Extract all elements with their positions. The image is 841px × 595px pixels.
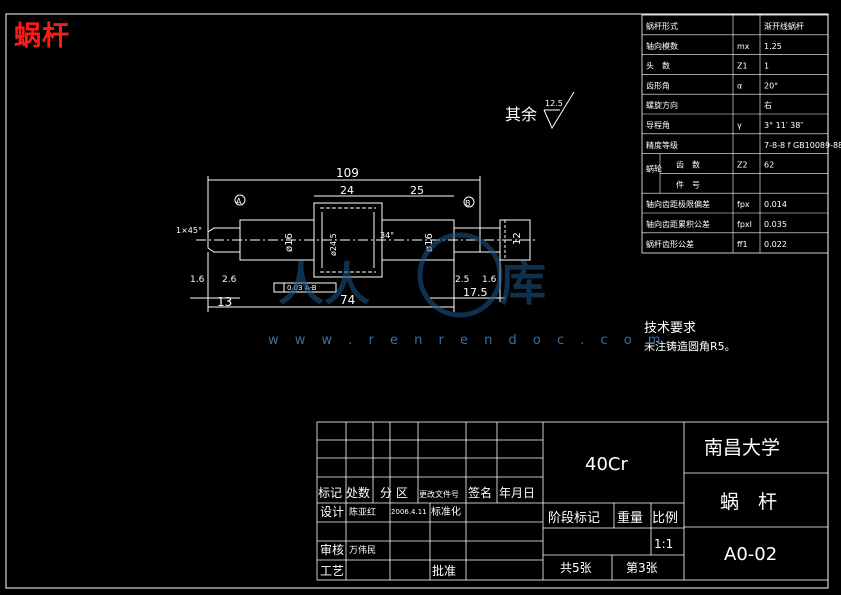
dim-17-5: 17.5	[463, 286, 488, 299]
lbl-process: 工艺	[320, 564, 344, 578]
param-name: 件 号	[676, 179, 700, 189]
param-name: 头 数	[646, 61, 670, 71]
angle-note: 34°	[380, 231, 394, 240]
dim-24: 24	[340, 184, 354, 197]
param-name: 齿形角	[646, 80, 670, 90]
lbl-mark: 标记	[318, 486, 342, 500]
part-name: 蜗 杆	[720, 491, 777, 513]
dim-1-6: 1.6	[190, 275, 205, 285]
param-value: 7-8-8 f GB10089-88	[764, 141, 841, 150]
param-name: 导程角	[646, 120, 670, 130]
param-name: 轴向模数	[646, 41, 678, 51]
param-value: 1.25	[764, 42, 782, 51]
corner-title: 蜗杆	[14, 21, 70, 52]
watermark-url: w w w . r e n r e n d o c . c o m	[268, 333, 667, 348]
param-symbol: Z1	[737, 62, 748, 71]
param-symbol: Z2	[737, 161, 748, 170]
param-group-label: 蜗轮	[646, 164, 662, 174]
dim-2-6: 2.6	[222, 275, 237, 285]
param-value: 0.035	[764, 220, 787, 229]
total-sheets: 共5张	[560, 561, 592, 575]
material: 40Cr	[585, 454, 628, 475]
param-name: 轴向齿距极限偏差	[646, 199, 710, 209]
dim-109: 109	[336, 166, 359, 180]
dim-1-6b: 1.6	[482, 275, 497, 285]
param-name: 蜗杆齿形公差	[646, 239, 694, 249]
university: 南昌大学	[704, 437, 780, 459]
datum-b: B	[465, 199, 471, 208]
lbl-ratio: 比例	[652, 511, 678, 526]
roughness-symbol	[543, 91, 575, 130]
lbl-design: 设计	[320, 505, 344, 519]
param-symbol: α	[737, 81, 742, 90]
dim-phi16-right: ø16	[424, 233, 435, 252]
lbl-sign: 签名	[468, 485, 492, 500]
param-symbol: fpxl	[737, 220, 752, 229]
title-block-lines	[316, 421, 829, 581]
surface-roughness-value: 12.5	[545, 99, 563, 108]
lbl-weight: 重量	[617, 510, 643, 526]
param-value: 0.014	[764, 200, 787, 209]
param-name: 蜗杆形式	[646, 21, 678, 31]
param-symbol: γ	[737, 121, 742, 130]
lbl-date: 年月日	[499, 486, 535, 500]
designer: 陈亚红	[349, 506, 376, 518]
lbl-count: 处数	[346, 485, 370, 500]
chamfer-note: 1×45°	[176, 226, 202, 235]
sheet-no: 第3张	[626, 561, 658, 575]
lbl-stage: 阶段标记	[548, 511, 600, 526]
dim-12: 12	[512, 232, 523, 245]
param-symbol: mx	[737, 42, 750, 51]
param-symbol: fpx	[737, 200, 750, 209]
param-value: 0.022	[764, 240, 787, 249]
param-value: 渐开线蜗杆	[764, 21, 804, 31]
param-value: 20°	[764, 81, 778, 90]
outer-frame	[5, 13, 829, 589]
design-date: 2006.4.11	[391, 508, 427, 516]
svg-text:库: 库	[500, 257, 546, 311]
lbl-zone: 分 区	[380, 486, 408, 500]
dim-25: 25	[410, 184, 424, 197]
watermark-logo: 人人 库	[278, 232, 546, 318]
lbl-std: 标准化	[431, 505, 461, 518]
param-value: 3° 11′ 38″	[764, 121, 803, 130]
datum-a: A	[236, 197, 242, 206]
param-symbol: ff1	[737, 240, 748, 249]
dim-13: 13	[217, 295, 232, 309]
param-name: 轴向齿距累积公差	[646, 219, 710, 229]
param-value: 62	[764, 161, 774, 170]
dim-phi16-left: ø16	[284, 233, 295, 252]
surface-note-label: 其余	[505, 105, 537, 124]
lbl-review: 审核	[320, 542, 344, 557]
param-value: 右	[764, 100, 772, 110]
tolerance-note: 0.03 A-B	[287, 284, 317, 292]
reviewer: 万伟民	[349, 544, 376, 556]
drawing-no: A0-02	[724, 544, 777, 565]
tech-req-title: 技术要求	[644, 321, 696, 336]
svg-text:人人: 人人	[278, 257, 370, 311]
shaft-drawing	[190, 176, 535, 312]
param-value: 1	[764, 62, 769, 71]
dim-phi-gear: ø24.5	[329, 233, 338, 256]
lbl-approve: 批准	[432, 563, 456, 578]
lbl-doc: 更改文件号	[419, 489, 459, 499]
tech-req-note: 未注铸造圆角R5。	[644, 339, 736, 353]
param-name: 精度等级	[646, 140, 678, 150]
scale: 1:1	[654, 537, 673, 551]
dim-2-5: 2.5	[455, 275, 469, 285]
param-name: 齿 数	[676, 160, 700, 170]
param-name: 螺旋方向	[646, 100, 678, 110]
dim-74: 74	[340, 293, 355, 307]
